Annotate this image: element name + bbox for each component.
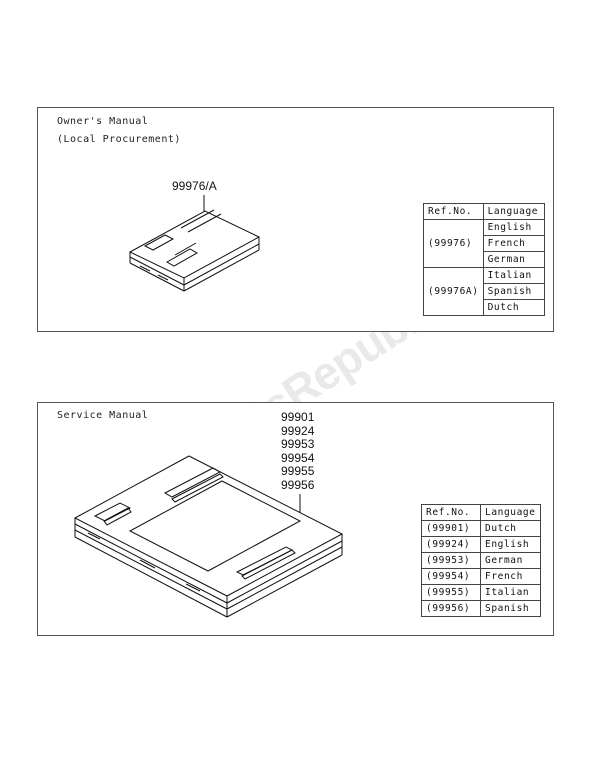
language-cell: Dutch bbox=[480, 520, 541, 537]
ref-no-cell: (99901) bbox=[421, 520, 481, 537]
service-part-number: 99954 bbox=[281, 450, 315, 465]
ref-no-cell: (99954) bbox=[421, 568, 481, 585]
language-header: Language bbox=[480, 504, 541, 521]
service-manual-caption: Service Manual bbox=[57, 410, 149, 421]
owners-manual-ref-table: Ref.No. Language (99976) English French … bbox=[423, 203, 545, 316]
language-cell: English bbox=[480, 536, 541, 553]
ref-no-cell: (99924) bbox=[421, 536, 481, 553]
ref-no-cell: (99976) bbox=[423, 219, 484, 268]
language-cell: Spanish bbox=[482, 283, 545, 300]
language-cell: Dutch bbox=[482, 299, 545, 316]
ref-no-header: Ref.No. bbox=[421, 504, 481, 521]
ref-no-cell: (99955) bbox=[421, 584, 481, 601]
service-manual-ref-table: Ref.No. Language (99901) Dutch (99924) E… bbox=[421, 504, 541, 617]
owners-manual-caption: Owner's Manual bbox=[57, 116, 149, 127]
service-part-number: 99955 bbox=[281, 464, 315, 479]
language-cell: French bbox=[480, 568, 541, 585]
owners-manual-subcaption: (Local Procurement) bbox=[57, 134, 181, 145]
service-part-number: 99924 bbox=[281, 423, 315, 438]
owners-manual-part-number: 99976/A bbox=[172, 179, 217, 193]
ref-no-cell: (99953) bbox=[421, 552, 481, 569]
ref-no-cell: (99956) bbox=[421, 600, 481, 617]
service-part-number: 99901 bbox=[281, 410, 315, 424]
language-cell: Spanish bbox=[480, 600, 541, 617]
language-cell: Italian bbox=[480, 584, 541, 601]
service-part-number: 99956 bbox=[281, 478, 315, 492]
service-part-number: 99953 bbox=[281, 437, 315, 452]
language-cell: German bbox=[480, 552, 541, 569]
